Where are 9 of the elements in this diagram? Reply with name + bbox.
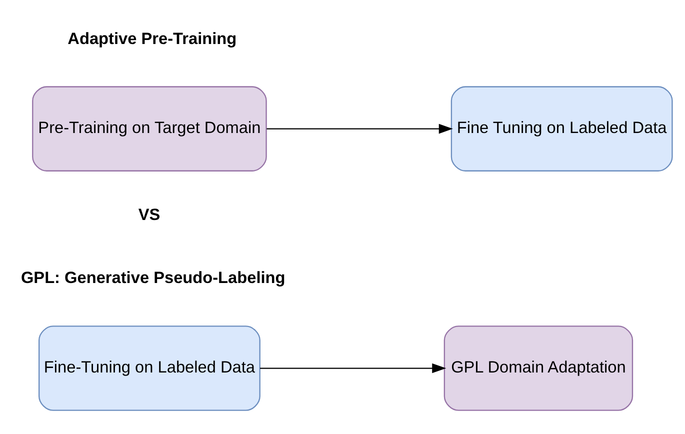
node-box: Pre-Training on Target Domain xyxy=(32,86,267,172)
node-box: Fine-Tuning on Labeled Data xyxy=(38,326,260,411)
arrow xyxy=(266,124,453,134)
arrow xyxy=(260,363,446,374)
node-box: GPL Domain Adaptation xyxy=(444,326,634,411)
node-box: Fine Tuning on Labeled Data xyxy=(450,86,673,172)
label: Adaptive Pre-Training xyxy=(68,30,237,48)
label: VS xyxy=(138,206,160,224)
label: GPL: Generative Pseudo-Labeling xyxy=(20,269,286,288)
